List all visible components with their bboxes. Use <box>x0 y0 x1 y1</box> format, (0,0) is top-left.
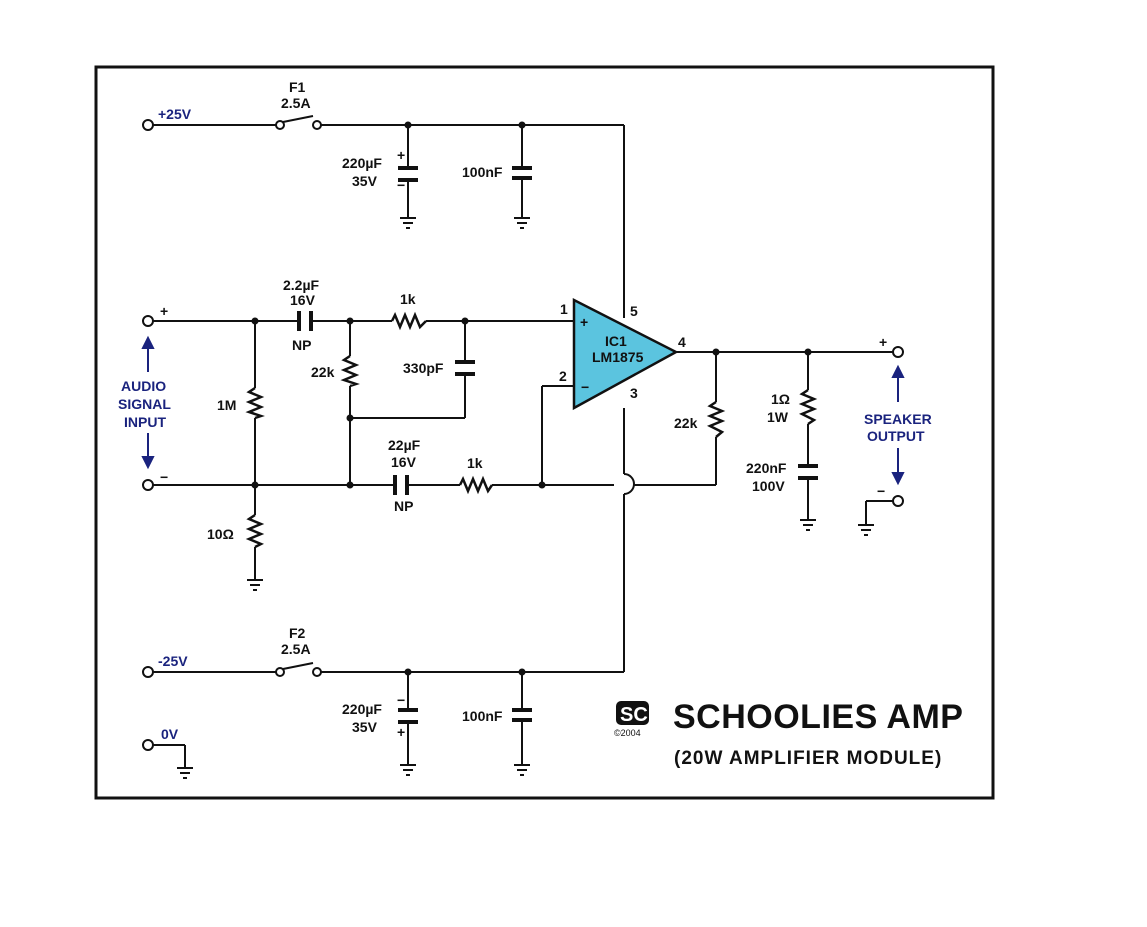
cap-pos-elec-minus: − <box>397 177 405 193</box>
cap-330pf-value: 330pF <box>403 360 444 376</box>
cap-pos-elec-value: 220µF <box>342 155 382 171</box>
resistor-22k-feedback <box>706 400 726 438</box>
speaker-minus-terminal <box>892 495 904 507</box>
cap-zobel-220nf <box>798 464 818 480</box>
ic-plus-sign: + <box>580 314 588 330</box>
ground-icon <box>400 217 416 229</box>
input-label-line1: AUDIO <box>121 378 166 394</box>
cap-zobel-voltage: 100V <box>752 478 785 494</box>
cap-neg-elec-value: 220µF <box>342 701 382 717</box>
wires <box>142 119 904 768</box>
ic-part: LM1875 <box>592 349 644 365</box>
r-feedback-label: 22k <box>674 415 698 431</box>
schematic-subtitle: (20W AMPLIFIER MODULE) <box>674 748 942 769</box>
ic1-opamp <box>572 297 679 411</box>
neg-supply-label: -25V <box>158 653 188 669</box>
resistor-1k-input <box>390 311 427 331</box>
speaker-minus-sign: − <box>877 483 885 499</box>
ic-pin-2: 2 <box>559 368 567 384</box>
sc-logo: SC ©2004 <box>614 701 649 738</box>
fuse-f2-rating: 2.5A <box>281 641 311 657</box>
cap-neg-electrolytic <box>398 708 418 724</box>
fuse-f2 <box>275 662 322 677</box>
resistor-1m <box>245 386 265 420</box>
cap-zobel-value: 220nF <box>746 460 787 476</box>
r-zobel-value: 1Ω <box>771 391 790 407</box>
ic-pin-1: 1 <box>560 301 568 317</box>
cap-feedback-22u <box>393 475 409 495</box>
ic-pin-3: 3 <box>630 385 638 401</box>
input-plus-terminal <box>142 315 154 327</box>
ic-pin-4: 4 <box>678 334 686 350</box>
resistor-1ohm <box>798 388 818 426</box>
cap-neg-elec-minus: − <box>397 692 405 708</box>
ic-pin-5: 5 <box>630 303 638 319</box>
zero-volt-label: 0V <box>161 726 179 742</box>
cap-pos-film-value: 100nF <box>462 164 503 180</box>
input-minus-terminal <box>142 479 154 491</box>
input-label-line2: SIGNAL <box>118 396 171 412</box>
ground-icon <box>514 764 530 776</box>
fuse-f1-name: F1 <box>289 79 306 95</box>
r-10ohm-label: 10Ω <box>207 526 234 542</box>
pos-supply-terminal <box>142 119 154 131</box>
cap-input-type: NP <box>292 337 311 353</box>
fuse-f2-name: F2 <box>289 625 306 641</box>
speaker-plus-sign: + <box>879 334 887 350</box>
schematic-frame <box>94 65 995 800</box>
r-input-shunt-label: 22k <box>311 364 335 380</box>
output-arrow <box>891 364 905 486</box>
cap-neg-elec-voltage: 35V <box>352 719 378 735</box>
cap-330pf <box>455 360 475 376</box>
output-label-line1: SPEAKER <box>864 411 932 427</box>
input-plus-sign: + <box>160 303 168 319</box>
pos-supply-label: +25V <box>158 106 192 122</box>
neg-supply-terminal <box>142 666 154 678</box>
cap-neg-film-value: 100nF <box>462 708 503 724</box>
input-label-line3: INPUT <box>124 414 166 430</box>
input-minus-sign: − <box>160 469 168 485</box>
fuse-f1-rating: 2.5A <box>281 95 311 111</box>
junction-dots <box>251 121 812 676</box>
cap-feedback-type: NP <box>394 498 413 514</box>
r-input-series-label: 1k <box>400 291 416 307</box>
ground-icon <box>177 767 193 779</box>
schematic-title: SCHOOLIES AMP <box>673 698 964 736</box>
fuse-f1 <box>275 115 322 130</box>
resistor-1k-feedback <box>458 475 494 495</box>
ground-icon <box>514 217 530 229</box>
cap-pos-electrolytic <box>398 166 418 182</box>
cap-feedback-value: 22µF <box>388 437 421 453</box>
cap-neg-100nf <box>512 708 532 722</box>
ground-icon <box>400 764 416 776</box>
cap-feedback-voltage: 16V <box>391 454 417 470</box>
r-zobel-power: 1W <box>767 409 789 425</box>
resistor-22k-input <box>340 354 360 388</box>
resistor-10ohm <box>245 513 265 549</box>
cap-input-value: 2.2µF <box>283 277 320 293</box>
cap-neg-elec-plus: + <box>397 724 405 740</box>
speaker-plus-terminal <box>892 346 904 358</box>
cap-pos-elec-voltage: 35V <box>352 173 378 189</box>
ground-icon <box>858 524 874 536</box>
ic-minus-sign: − <box>581 379 589 395</box>
sc-logo-letters: SC <box>620 704 648 726</box>
r-feedback-series-label: 1k <box>467 455 483 471</box>
ic-ref: IC1 <box>605 333 627 349</box>
sc-logo-year: ©2004 <box>614 728 641 738</box>
cap-input-voltage: 16V <box>290 292 316 308</box>
r-1m-label: 1M <box>217 397 236 413</box>
ground-icon <box>800 519 816 531</box>
ground-icon <box>247 579 263 591</box>
cap-pos-100nf <box>512 166 532 180</box>
ground-symbols <box>177 217 874 779</box>
output-label-line2: OUTPUT <box>867 428 925 444</box>
zero-volt-terminal <box>142 739 154 751</box>
input-arrow <box>141 335 155 470</box>
cap-pos-elec-plus: + <box>397 147 405 163</box>
cap-input-2u2 <box>297 311 313 331</box>
